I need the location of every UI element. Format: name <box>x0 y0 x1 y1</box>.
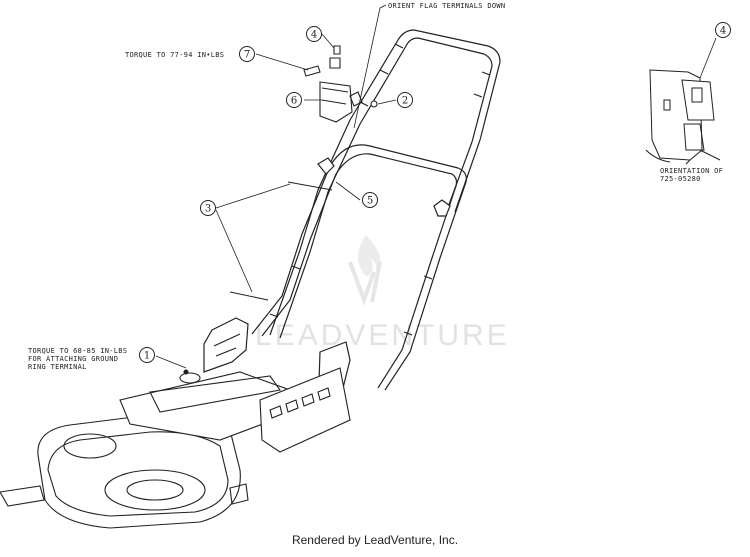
svg-text:4: 4 <box>720 26 726 37</box>
callout-4[interactable]: 4 <box>306 26 322 42</box>
note-orientation-1: ORIENTATION OF <box>660 167 723 175</box>
note-torque-bottom-3: RING TERMINAL <box>28 363 87 371</box>
switch-component <box>303 45 378 123</box>
mower-deck <box>0 367 351 529</box>
svg-text:4: 4 <box>311 30 317 41</box>
callout-6[interactable]: 6 <box>286 92 302 108</box>
inset-detail <box>645 69 721 165</box>
v-logo-icon <box>348 261 382 306</box>
svg-text:2: 2 <box>402 96 408 107</box>
note-orientation-2: 725-05280 <box>660 175 701 183</box>
callout-5[interactable]: 5 <box>362 192 378 208</box>
callout-2[interactable]: 2 <box>397 92 413 108</box>
note-torque-bottom-2: FOR ATTACHING GROUND <box>28 355 118 363</box>
callout-1[interactable]: 1 <box>139 347 155 363</box>
flame-logo-icon <box>357 235 381 276</box>
callout-4-inset[interactable]: 4 <box>715 22 731 38</box>
callouts: 7 4 6 2 3 5 1 4 <box>139 22 731 363</box>
svg-text:1: 1 <box>144 351 150 362</box>
callout-7[interactable]: 7 <box>239 46 255 62</box>
svg-text:5: 5 <box>367 196 373 207</box>
watermark-text: LEADVENTURE <box>255 319 510 352</box>
handle-assembly <box>203 29 501 414</box>
svg-text:3: 3 <box>205 204 211 215</box>
note-torque-top: TORQUE TO 77-94 IN•LBS <box>125 51 224 59</box>
watermark: LEADVENTURE <box>255 235 510 352</box>
note-torque-bottom-1: TORQUE TO 68-85 IN-LBS <box>28 347 127 355</box>
notes: ORIENT FLAG TERMINALS DOWN TORQUE TO 77-… <box>28 2 723 371</box>
svg-text:6: 6 <box>291 96 297 107</box>
leader-lines <box>155 7 717 369</box>
cable-part <box>229 181 333 301</box>
callout-3[interactable]: 3 <box>200 200 216 216</box>
svg-text:7: 7 <box>244 50 250 61</box>
note-orient-flag: ORIENT FLAG TERMINALS DOWN <box>388 2 505 10</box>
footer-credit: Rendered by LeadVenture, Inc. <box>291 533 459 547</box>
